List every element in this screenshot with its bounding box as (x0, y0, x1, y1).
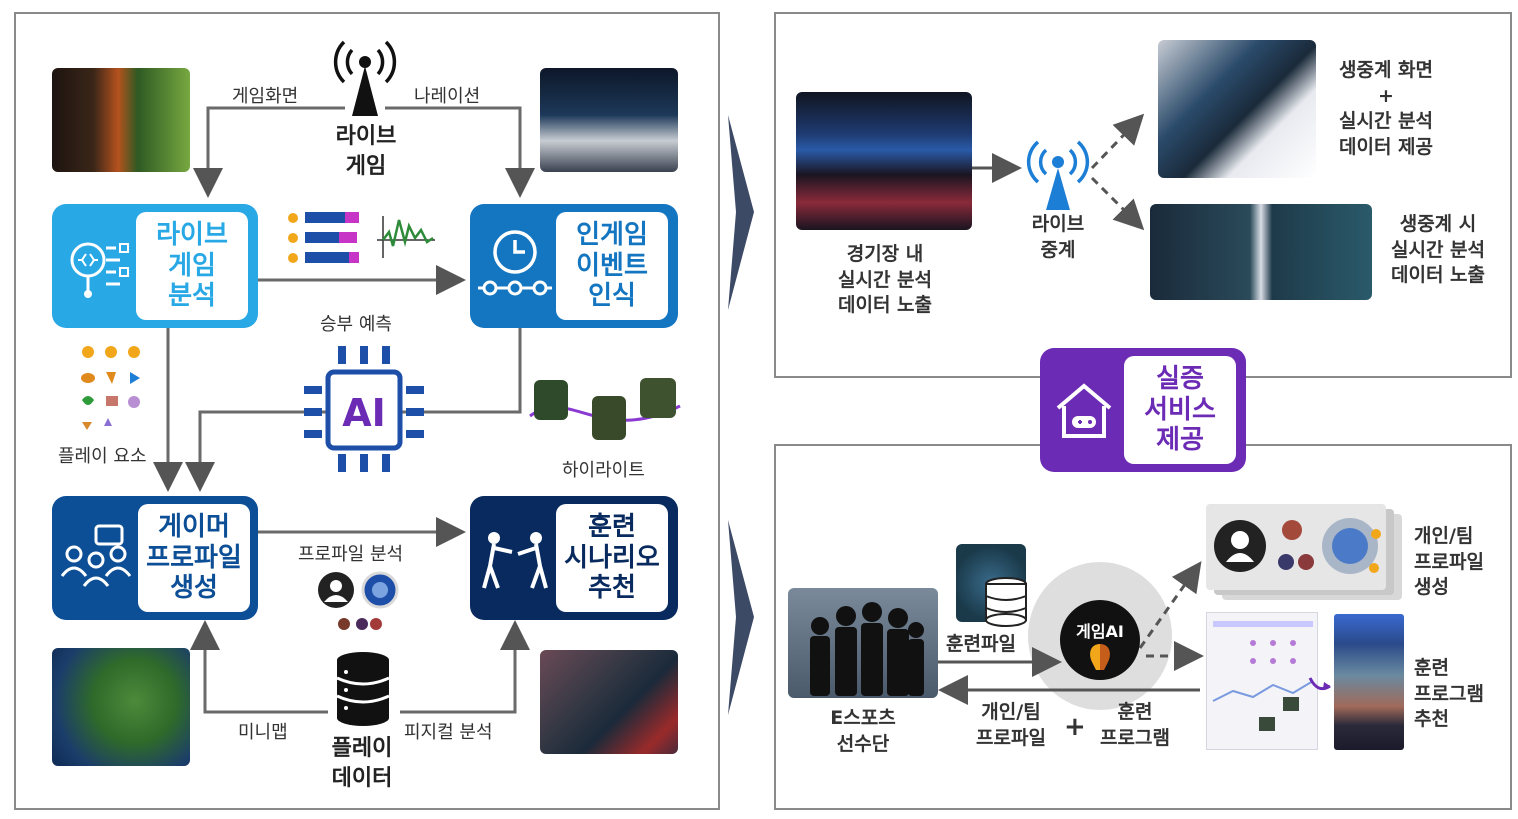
broadcast-icon (1026, 140, 1090, 210)
gamer-profile-box: 게이머 프로파일 생성 (52, 496, 258, 620)
mobile-label: 생중계 화면 + 실시간 분석 데이터 제공 (1338, 59, 1433, 158)
training-program-screen (1206, 612, 1318, 750)
play-elements-label: 플레이 요소 (58, 446, 147, 467)
profile-avatar-icon (1214, 518, 1381, 574)
boxing-icon (482, 532, 548, 589)
database-icon (336, 652, 390, 726)
game-screen-label: 게임화면 (232, 86, 299, 107)
data-bars-icon (288, 212, 359, 263)
waveform-icon (377, 216, 435, 258)
stadium-photo (796, 92, 972, 230)
play-data-label: 플레이 데이터 (331, 736, 393, 791)
users-icon (60, 524, 132, 587)
training-program-label: 훈련 프로그램 추천 (1414, 657, 1484, 731)
team-profile-label: 개인/팀 프로파일 생성 (1414, 525, 1484, 599)
game-ai-label: 게임AI (1076, 622, 1124, 641)
training-file-label: 훈련파일 (946, 633, 1016, 655)
training-scenario-box: 훈련 시나리오 추천 (470, 496, 678, 620)
stadium-label: 경기장 내 실시간 분석 데이터 노출 (837, 243, 932, 317)
home-game-icon (1056, 383, 1112, 438)
ai-chip-text: AI (342, 391, 386, 435)
minimap-label: 미니맵 (238, 722, 288, 743)
physical-analysis-image (540, 650, 678, 754)
highlight-label: 하이라이트 (562, 460, 645, 481)
highlight-thumbnails (529, 376, 681, 444)
narration-label: 나레이션 (414, 86, 481, 107)
minimap-image (52, 648, 190, 766)
win-prediction-label: 승부 예측 (320, 314, 392, 335)
commentator-photo (540, 68, 678, 172)
clock-icon (478, 230, 552, 296)
profile-analysis-label: 프로파일 분석 (298, 544, 404, 565)
live-game-label: 라이브 게임 (335, 124, 397, 179)
arrow-icon (1308, 677, 1331, 691)
profile-program-label: 개인/팀 프로파일 + 훈련 프로그램 (976, 701, 1170, 749)
esports-team-label: E스포츠 선수단 (830, 707, 896, 755)
database-icon (985, 577, 1027, 627)
play-elements-icon (81, 346, 140, 430)
service-box: 실증 서비스 제공 (1040, 348, 1246, 472)
chevron-icon (728, 520, 754, 715)
broadcast-tower-icon (333, 40, 397, 116)
live-game-analysis-box: 라이브 게임 분석 (52, 204, 258, 328)
esports-team-image (788, 588, 938, 698)
ingame-event-box: 인게임 이벤트 인식 (470, 204, 678, 328)
monitor-label: 생중계 시 실시간 분석 데이터 노출 (1390, 213, 1485, 287)
ai-face-icon (1090, 644, 1110, 670)
team-profile-screens (1206, 504, 1402, 600)
ai-chip-icon: AI (304, 346, 424, 472)
team-silhouettes (810, 602, 924, 696)
live-broadcast-label: 라이브 중계 (1031, 213, 1085, 261)
training-game-screen (1334, 614, 1404, 750)
chevron-icon (728, 115, 754, 310)
gamer-photo (52, 68, 190, 172)
physical-analysis-label: 피지컬 분석 (404, 722, 493, 743)
mobile-screen-photo (1158, 40, 1316, 178)
profile-avatar-icon (318, 571, 399, 630)
analysis-icon (70, 242, 129, 298)
monitor-screen-photo (1150, 204, 1372, 300)
program-chart-icon (1212, 621, 1314, 731)
